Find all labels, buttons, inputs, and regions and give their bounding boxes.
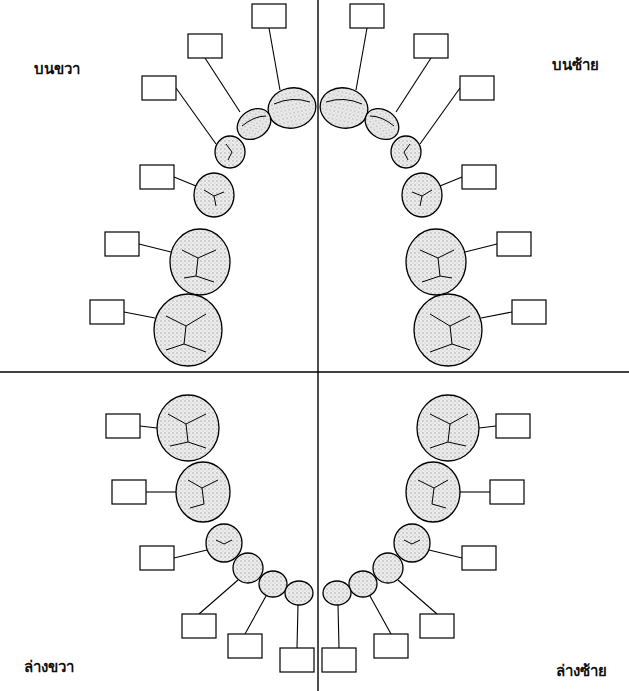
midline-axis	[317, 0, 318, 691]
tooth	[215, 136, 245, 168]
leader-line	[297, 605, 298, 648]
tooth	[176, 462, 230, 522]
tooth	[233, 553, 263, 583]
tooth	[259, 571, 287, 597]
answer-boxes	[90, 4, 314, 672]
answer-box	[106, 414, 140, 438]
tooth-ridge	[242, 116, 266, 126]
leader-line	[140, 426, 157, 428]
tooth	[285, 581, 313, 605]
leader-line	[124, 312, 155, 318]
tooth-fissure	[166, 314, 206, 352]
tooth-fissure	[168, 414, 206, 448]
quadrant-label: ล่างขวา	[24, 658, 74, 678]
leader-line	[245, 596, 266, 634]
answer-box	[90, 300, 124, 324]
leader-line	[205, 58, 240, 112]
quadrant-label: บนซ้าย	[552, 56, 599, 76]
answer-box	[252, 4, 286, 28]
leader-lines	[124, 28, 298, 648]
tooth-fissure	[216, 540, 232, 544]
leader-line	[139, 244, 171, 252]
tooth	[154, 294, 222, 366]
tooth-fissure	[226, 144, 232, 160]
tooth	[206, 524, 242, 562]
quadrant-label: ล่างซ้าย	[556, 662, 607, 682]
answer-box	[142, 76, 176, 100]
answer-box	[228, 634, 262, 658]
tooth-fissure	[182, 250, 216, 282]
tooth-fissure	[204, 190, 224, 206]
teeth-half-mirrored	[316, 4, 546, 672]
leader-line	[199, 580, 238, 614]
tooth	[157, 395, 219, 461]
tooth	[194, 173, 234, 217]
leader-line	[146, 491, 176, 492]
answer-box	[140, 546, 174, 570]
answer-box	[105, 232, 139, 256]
answer-box	[280, 648, 314, 672]
tooth	[170, 229, 230, 295]
leader-line	[176, 88, 216, 144]
tooth-ridge	[274, 99, 310, 104]
leader-line	[174, 550, 207, 558]
teeth-half	[90, 4, 320, 672]
answer-box	[112, 480, 146, 504]
tooth	[264, 83, 319, 132]
tooth-fissure	[188, 480, 218, 508]
quadrant-label: บนขวา	[34, 60, 80, 80]
answer-box	[188, 34, 222, 58]
leader-line	[269, 28, 280, 90]
leader-line	[174, 177, 196, 186]
answer-box	[182, 614, 216, 638]
occlusal-axis	[0, 371, 629, 372]
answer-box	[140, 165, 174, 189]
